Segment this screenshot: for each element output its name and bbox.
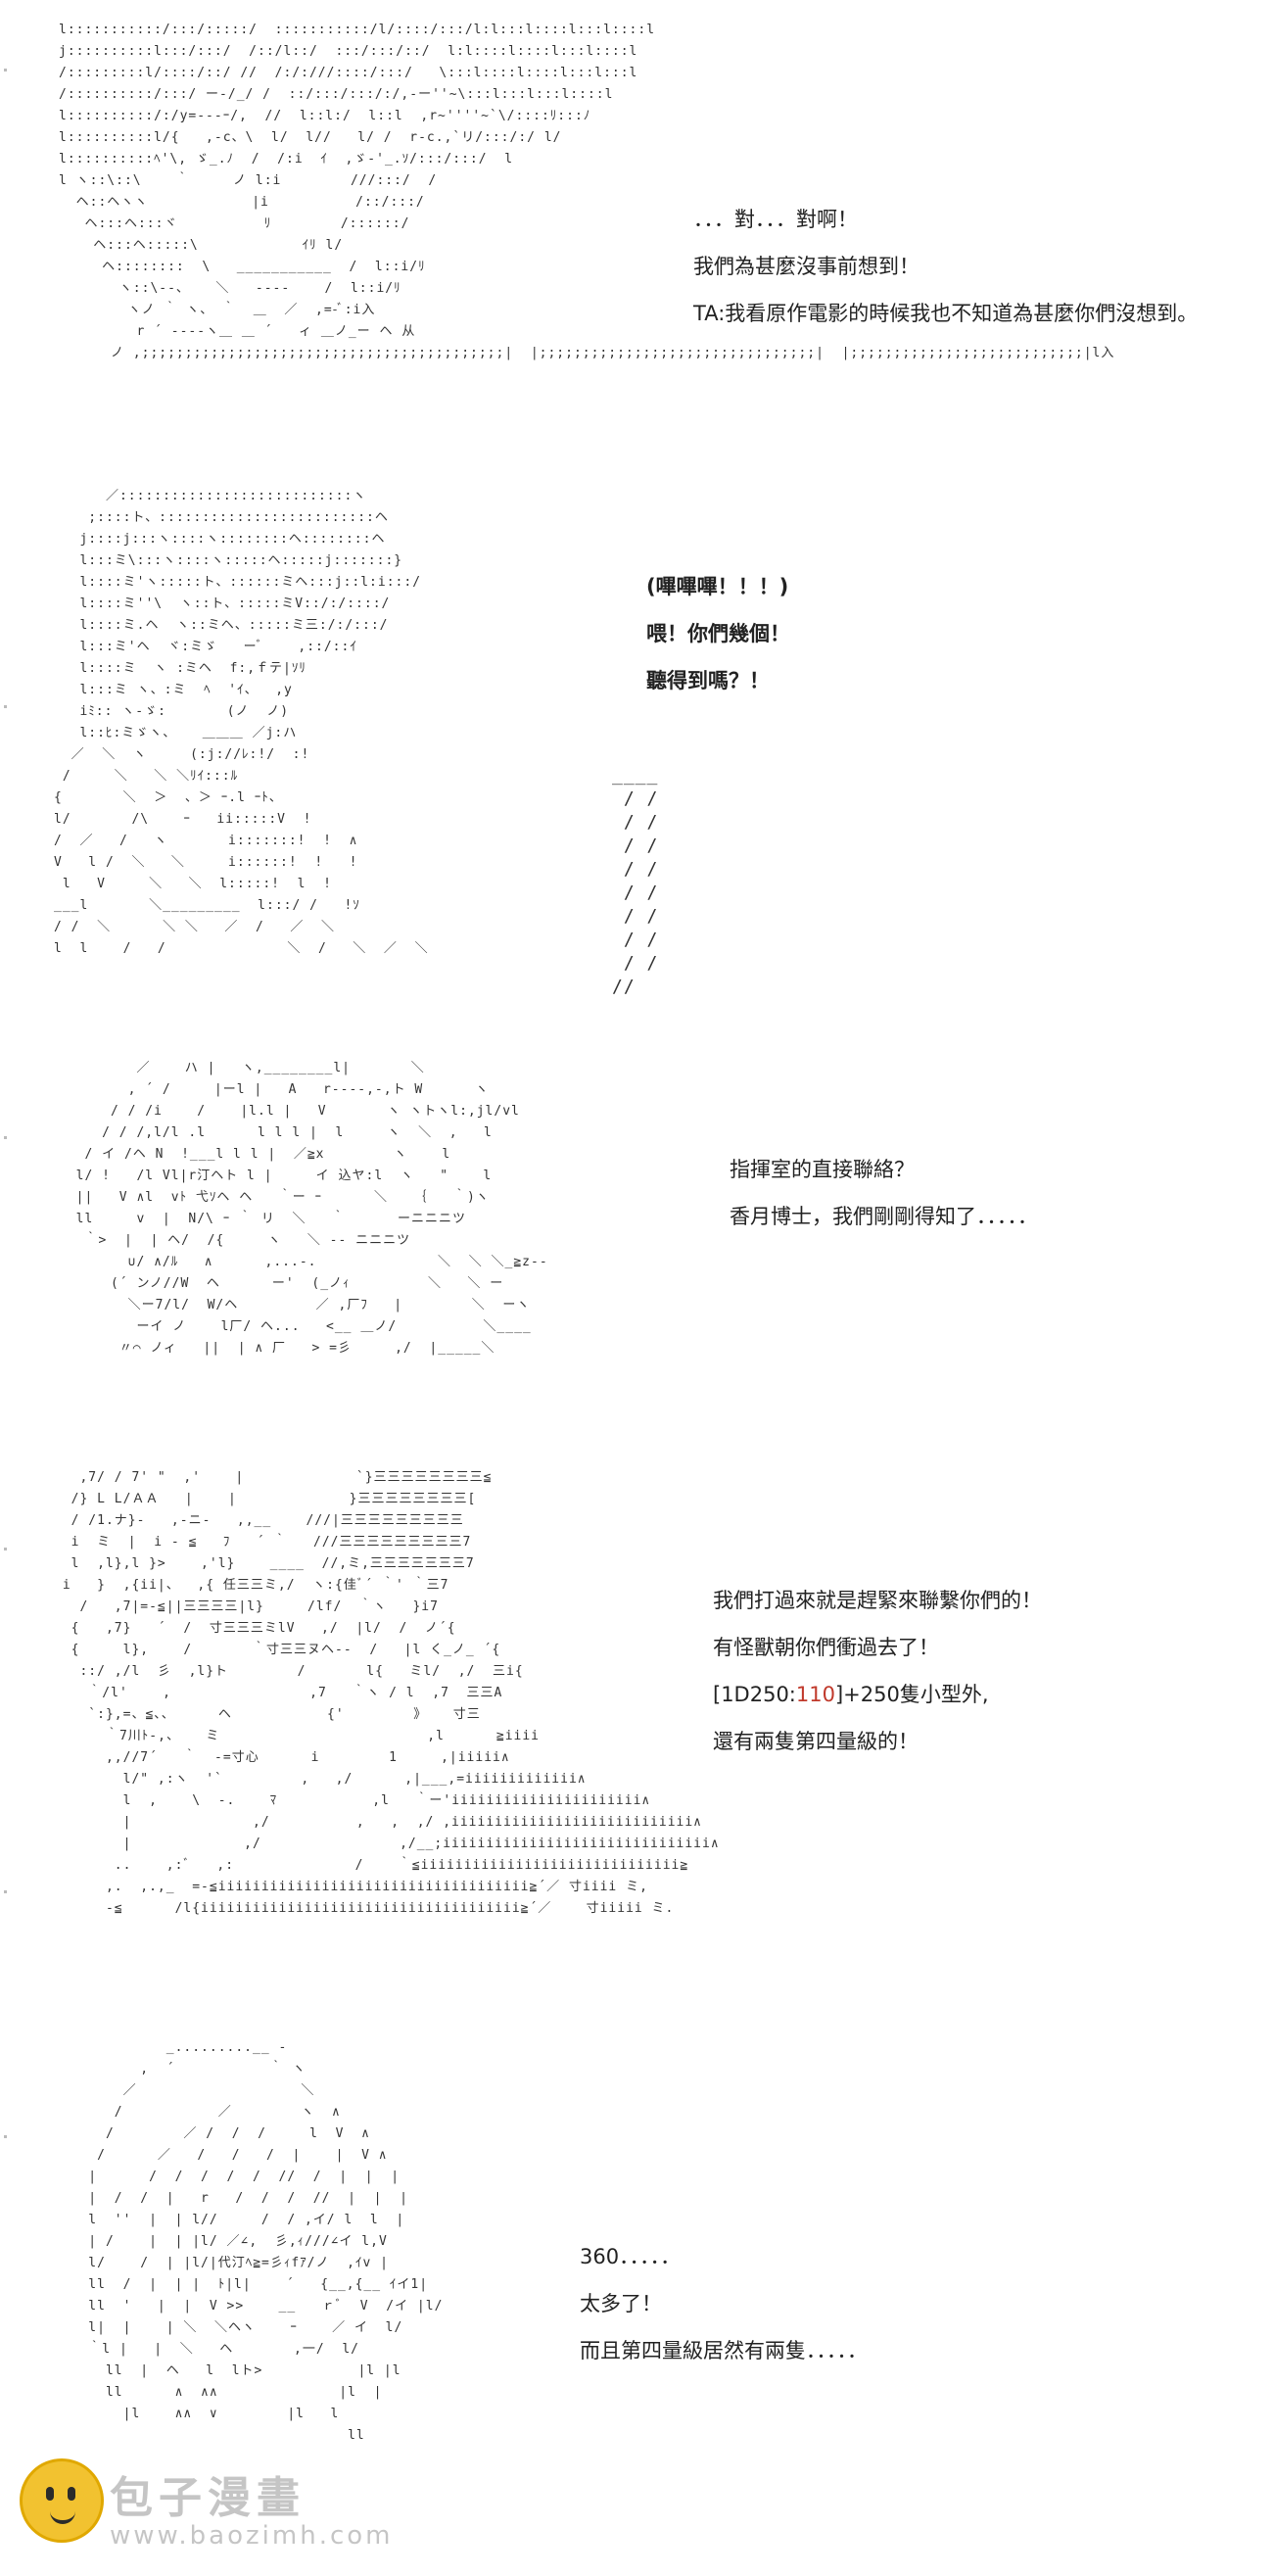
dialog-line: 有怪獸朝你們衝過去了！: [713, 1636, 939, 1659]
dice-roll-suffix: ]+250隻小型外,: [834, 1683, 989, 1706]
dialog-line: 聽得到嗎？！: [646, 669, 770, 692]
ascii-art-4: ,7/ / 7' " ,' | `}三三三三三三三三≦ /} L L/ＡＡ | …: [62, 1470, 720, 1916]
dialog-line: TA:我看原作電影的時候我也不知道為甚麼你們沒想到。: [693, 302, 1199, 325]
margin-dot: [4, 1548, 7, 1550]
dice-roll-line: [1D250:110]+250隻小型外,: [713, 1671, 1042, 1718]
dialog-line: ．．．對．．．對啊！: [693, 208, 858, 231]
margin-dot: [4, 2135, 7, 2138]
margin-dot: [4, 1890, 7, 1893]
margin-dot: [4, 69, 7, 72]
dialog-1: ．．．對．．．對啊！ 我們為甚麼沒事前想到！ TA:我看原作電影的時候我也不知道…: [693, 196, 1198, 337]
margin-dot: [4, 705, 7, 708]
dialog-4: 我們打過來就是趕緊來聯繫你們的！ 有怪獸朝你們衝過去了！ [1D250:110]…: [713, 1577, 1042, 1765]
ascii-art-2: ／:::::::::::::::::::::::::::ヽ ;::::ト、:::…: [54, 489, 429, 956]
ascii-art-3: ／ ハ | ヽ,________l| ＼ , ´ / |ーl | A r----…: [75, 1061, 548, 1356]
panel-1: l:::::::::::/:::/:::::/ :::::::::::/l/::…: [0, 0, 1273, 460]
ascii-rail: ____ / / / / / / / / / / / / / / / / //: [612, 765, 659, 997]
dialog-line: 香月博士，我們剛剛得知了．．．．．: [730, 1205, 1038, 1228]
site-watermark: 包子漫畫 www.baozimh.com: [20, 2458, 391, 2566]
dialog-line: 指揮室的直接聯絡？: [730, 1158, 915, 1181]
dialog-line: 我們打過來就是趕緊來聯繫你們的！: [713, 1589, 1042, 1612]
bun-mascot-icon: [20, 2458, 104, 2543]
ascii-art-1: l:::::::::::/:::/:::::/ :::::::::::/l/::…: [59, 23, 1115, 360]
dialog-5: 360．．．．． 太多了！ 而且第四量級居然有兩隻．．．．．: [580, 2233, 868, 2374]
dice-roll-prefix: [1D250:: [713, 1683, 796, 1706]
dialog-2: (嗶嗶嗶！！！) 喂！你們幾個！ 聽得到嗎？！: [646, 563, 790, 704]
panel-3: ／ ハ | ヽ,________l| ＼ , ´ / |ーl | A r----…: [0, 1038, 1273, 1450]
margin-dot: [4, 1136, 7, 1139]
dialog-line: 我們為甚麼沒事前想到！: [693, 255, 919, 278]
dialog-3: 指揮室的直接聯絡？ 香月博士，我們剛剛得知了．．．．．: [730, 1146, 1038, 1240]
dialog-line: 喂！你們幾個！: [646, 622, 790, 645]
dialog-line: 360．．．．．: [580, 2245, 682, 2268]
dialog-line: 而且第四量級居然有兩隻．．．．．: [580, 2339, 868, 2362]
ascii-art-5: _.........__ ‐ , ´ ｀ ヽ ／ ＼ / ／ ヽ ∧ / ／ /…: [88, 2040, 444, 2443]
watermark-site-name: 包子漫畫: [110, 2473, 306, 2523]
panel-4: ,7/ / 7' " ,' | `}三三三三三三三三≦ /} L L/ＡＡ | …: [0, 1459, 1273, 2008]
dialog-line: 還有兩隻第四量級的！: [713, 1730, 919, 1753]
dialog-line: (嗶嗶嗶！！！): [646, 575, 789, 598]
dialog-line: 太多了！: [580, 2292, 662, 2315]
dice-roll-result: 110: [795, 1683, 835, 1706]
panel-2: ／:::::::::::::::::::::::::::ヽ ;::::ト、:::…: [0, 470, 1273, 1019]
watermark-url: www.baozimh.com: [110, 2521, 394, 2551]
panel-5: _.........__ ‐ , ´ ｀ ヽ ／ ＼ / ／ ヽ ∧ / ／ /…: [0, 2018, 1273, 2566]
